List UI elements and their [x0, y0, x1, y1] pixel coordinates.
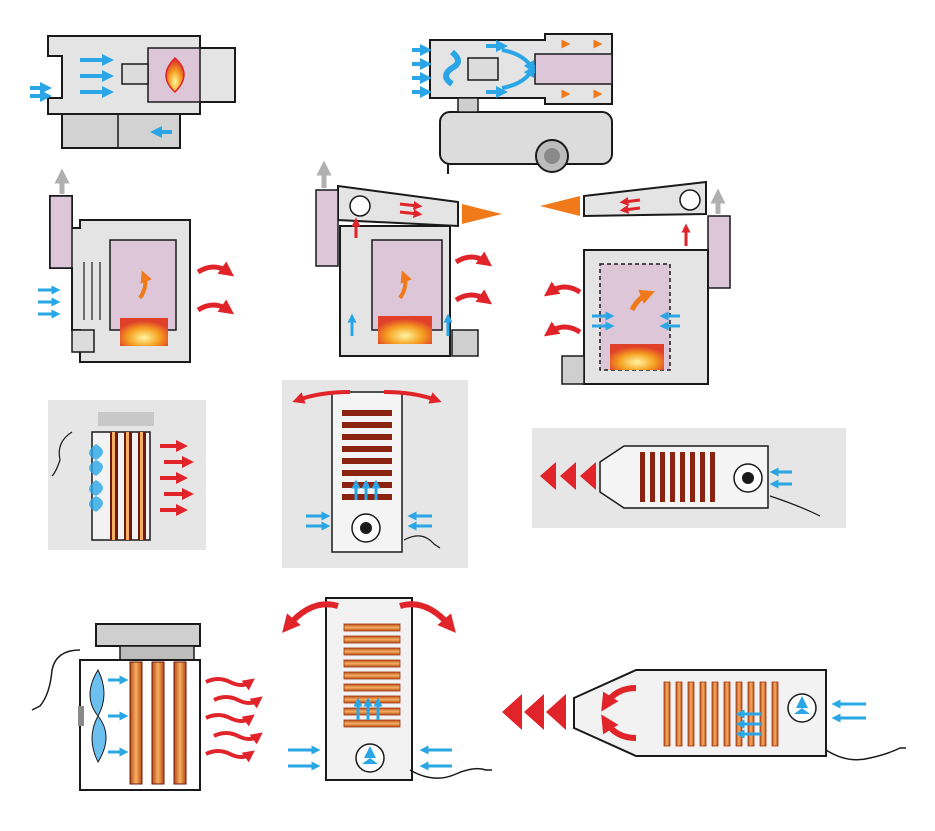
floor-heater-with-chimney-icon: [38, 168, 235, 363]
indirect-fired-heater-on-trolley-icon: [412, 33, 613, 174]
ducted-heater-outlet-right-icon: [315, 160, 502, 357]
ducted-heater-outlet-left-icon: [540, 180, 731, 385]
electric-tower-heater-clean-icon: [282, 597, 492, 781]
electric-fan-heater-clean-icon: [31, 623, 263, 791]
electric-cannon-heater-icon: [532, 428, 846, 528]
electric-tower-heater-icon: [282, 380, 468, 568]
direct-fired-heater-icon: [30, 35, 236, 149]
electric-fan-heater-icon: [48, 400, 206, 550]
electric-cannon-heater-clean-icon: [502, 669, 906, 761]
